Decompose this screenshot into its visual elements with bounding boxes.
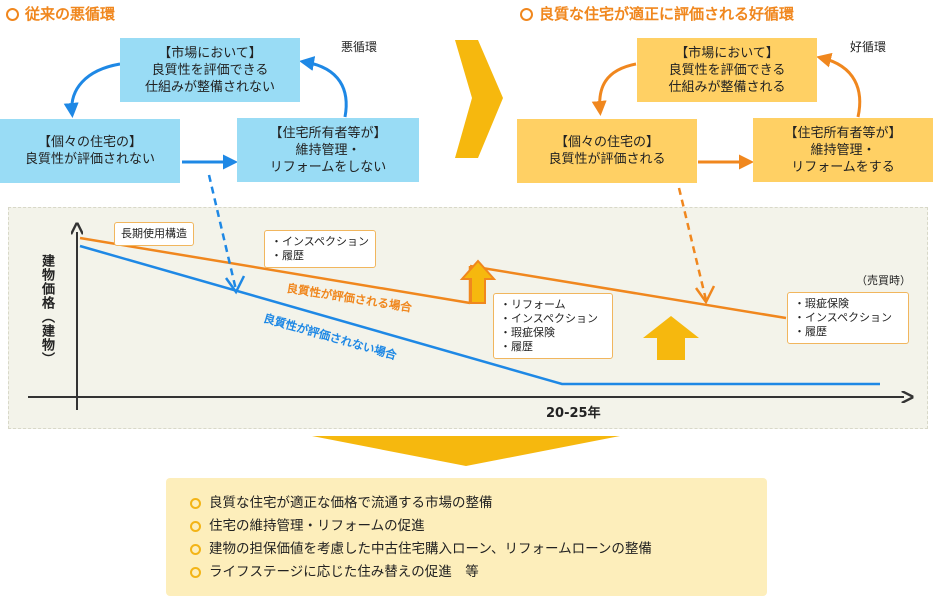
right-left-box: 【個々の住宅の】 良質性が評価される xyxy=(517,119,697,183)
right-section-title: 良質な住宅が適正に評価される好循環 xyxy=(520,5,794,23)
summary-item: 建物の担保価値を考慮した中古住宅購入ローン、リフォームローンの整備 xyxy=(190,538,767,561)
summary-item: 住宅の維持管理・リフォームの促進 xyxy=(190,515,767,538)
circle-bullet-icon xyxy=(190,567,201,578)
chart-y-label: 建物価格（建物） xyxy=(39,254,54,366)
up-arrow-icon xyxy=(459,259,497,304)
left-section-title: 従来の悪循環 xyxy=(6,5,115,23)
cycle-arrow-right-to-top xyxy=(816,52,862,118)
summary-box: 良質な住宅が適正な価格で流通する市場の整備 住宅の維持管理・リフォームの促進 建… xyxy=(166,478,767,596)
circle-bullet-icon xyxy=(520,7,533,21)
chart-x-label: 20-25年 xyxy=(546,406,601,421)
left-top-box: 【市場において】 良質性を評価できる 仕組みが整備されない xyxy=(120,38,300,102)
note-reform: ・リフォーム ・インスペクション ・瑕疵保険 ・履歴 xyxy=(493,293,613,359)
note-sale: ・瑕疵保険 ・インスペクション ・履歴 xyxy=(787,292,909,344)
cycle-arrow-top-to-left xyxy=(591,62,637,116)
left-cycle-label: 悪循環 xyxy=(341,40,378,54)
note-long-life-structure: 長期使用構造 xyxy=(114,222,194,246)
circle-bullet-icon xyxy=(190,544,201,555)
right-top-box: 【市場において】 良質性を評価できる 仕組みが整備される xyxy=(637,38,817,102)
dashed-arrow-blue xyxy=(207,174,238,291)
dashed-arrow-blue-head xyxy=(224,275,246,295)
right-cycle-label: 好循環 xyxy=(850,40,887,54)
circle-bullet-icon xyxy=(190,521,201,532)
cycle-arrow-top-to-left xyxy=(63,62,121,118)
summary-arrow-down xyxy=(312,436,620,466)
dashed-arrow-orange-head xyxy=(694,285,716,305)
dashed-arrow-orange xyxy=(677,187,708,301)
note-inspection-history: ・インスペクション ・履歴 xyxy=(264,230,377,268)
cycle-arrow-right-to-top xyxy=(299,56,348,118)
circle-bullet-icon xyxy=(190,498,201,509)
circle-bullet-icon xyxy=(6,7,19,21)
line-bad-quality xyxy=(79,244,880,386)
up-arrow-icon xyxy=(643,316,699,360)
summary-item: ライフステージに応じた住み替えの促進 等 xyxy=(190,561,767,584)
line-good-quality xyxy=(469,264,787,320)
line-good-quality xyxy=(79,236,471,305)
left-right-box: 【住宅所有者等が】 維持管理・ リフォームをしない xyxy=(237,118,419,182)
summary-item: 良質な住宅が適正な価格で流通する市場の整備 xyxy=(190,492,767,515)
transition-arrow-right xyxy=(455,40,503,158)
sale-time-label: （売買時） xyxy=(856,274,911,287)
right-right-box: 【住宅所有者等が】 維持管理・ リフォームをする xyxy=(753,118,933,182)
left-left-box: 【個々の住宅の】 良質性が評価されない xyxy=(0,119,180,183)
